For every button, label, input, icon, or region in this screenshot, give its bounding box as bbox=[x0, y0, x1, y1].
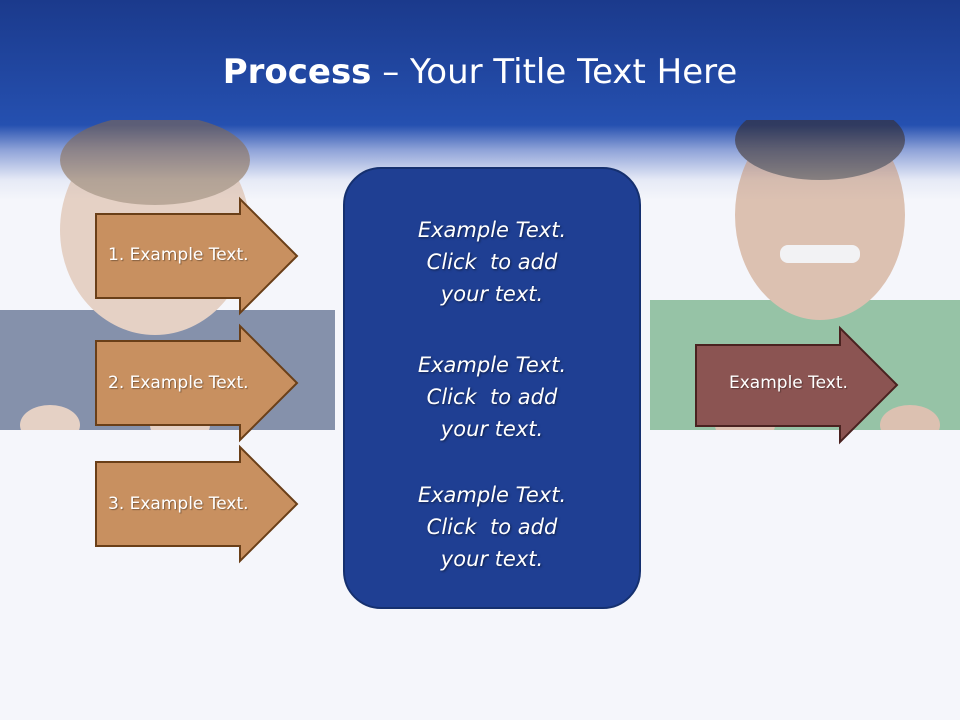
center-text-box[interactable]: Example Text. Click to add your text. Ex… bbox=[343, 167, 641, 609]
step-arrow-2[interactable] bbox=[95, 323, 299, 443]
center-paragraph-3: Example Text. Click to add your text. bbox=[345, 479, 639, 575]
paragraph-line: Click to add bbox=[426, 250, 558, 274]
center-paragraph-1: Example Text. Click to add your text. bbox=[345, 214, 639, 310]
page-title: Process – Your Title Text Here bbox=[0, 52, 960, 92]
title-bold: Process bbox=[222, 52, 372, 92]
result-arrow[interactable] bbox=[695, 325, 899, 445]
step-label-1: 1. Example Text. bbox=[108, 245, 249, 265]
title-rest: – Your Title Text Here bbox=[371, 52, 738, 92]
paragraph-line: Example Text. bbox=[417, 483, 567, 507]
result-label: Example Text. bbox=[729, 373, 848, 393]
paragraph-line: your text. bbox=[440, 547, 544, 571]
center-paragraph-2: Example Text. Click to add your text. bbox=[345, 349, 639, 445]
paragraph-line: Click to add bbox=[426, 385, 558, 409]
paragraph-line: your text. bbox=[440, 282, 544, 306]
paragraph-line: Example Text. bbox=[417, 353, 567, 377]
paragraph-line: Click to add bbox=[426, 515, 558, 539]
step-label-3: 3. Example Text. bbox=[108, 494, 249, 514]
step-arrow-3[interactable] bbox=[95, 444, 299, 564]
paragraph-line: Example Text. bbox=[417, 218, 567, 242]
step-label-2: 2. Example Text. bbox=[108, 373, 249, 393]
paragraph-line: your text. bbox=[440, 417, 544, 441]
step-arrow-1[interactable] bbox=[95, 196, 299, 316]
